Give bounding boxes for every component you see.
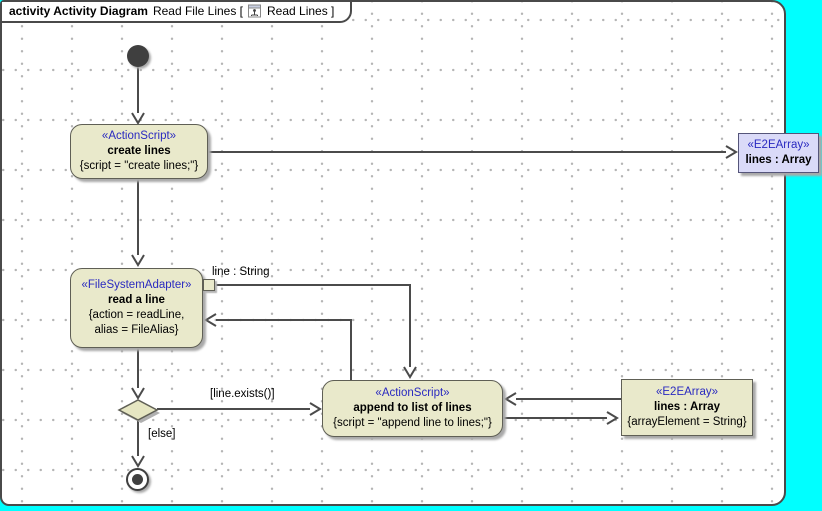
- diagram-header-tab: activity Activity Diagram Read File Line…: [2, 2, 353, 23]
- stereotype-label: «E2EArray»: [655, 386, 718, 398]
- object-lines-array-right[interactable]: «E2EArray» lines : Array {arrayElement =…: [621, 379, 753, 436]
- action-read-a-line[interactable]: «FileSystemAdapter» read a line {action …: [70, 268, 203, 348]
- final-node-inner-dot: [132, 474, 143, 485]
- action-spec: {script = "append line to lines;"}: [333, 417, 492, 429]
- stereotype-label: «FileSystemAdapter»: [81, 279, 192, 291]
- stereotype-label: «ActionScript»: [101, 130, 177, 142]
- diagram-type-label: activity Activity Diagram: [9, 4, 148, 18]
- initial-node[interactable]: [127, 45, 149, 67]
- action-create-lines[interactable]: «ActionScript» create lines {script = "c…: [70, 124, 208, 179]
- object-name: lines : Array: [745, 154, 812, 166]
- action-spec: {script = "create lines;"}: [79, 160, 199, 172]
- frame-name-label: Read Lines ]: [267, 4, 335, 18]
- object-lines-array-top[interactable]: «E2EArray» lines : Array: [738, 133, 819, 173]
- action-append-to-list-of-lines[interactable]: «ActionScript» append to list of lines {…: [322, 380, 503, 437]
- action-name: create lines: [107, 145, 171, 157]
- activity-final-node[interactable]: [126, 468, 149, 491]
- output-pin[interactable]: [203, 279, 215, 291]
- action-spec-line2: alias = FileAlias}: [94, 324, 179, 336]
- guard-label-else[interactable]: [else]: [148, 428, 176, 440]
- pin-label[interactable]: line : String: [212, 266, 270, 278]
- diagram-name-label: Read File Lines [: [152, 4, 243, 18]
- activity-diagram-icon: [248, 4, 261, 18]
- action-spec-line1: {action = readLine,: [88, 309, 185, 321]
- stereotype-label: «E2EArray»: [747, 139, 810, 151]
- stereotype-label: «ActionScript»: [375, 387, 450, 399]
- object-spec: {arrayElement = String}: [627, 416, 747, 428]
- action-name: read a line: [108, 294, 165, 306]
- guard-label-line-exists[interactable]: [line.exists()]: [210, 388, 275, 400]
- object-name: lines : Array: [653, 401, 721, 413]
- action-name: append to list of lines: [353, 402, 472, 414]
